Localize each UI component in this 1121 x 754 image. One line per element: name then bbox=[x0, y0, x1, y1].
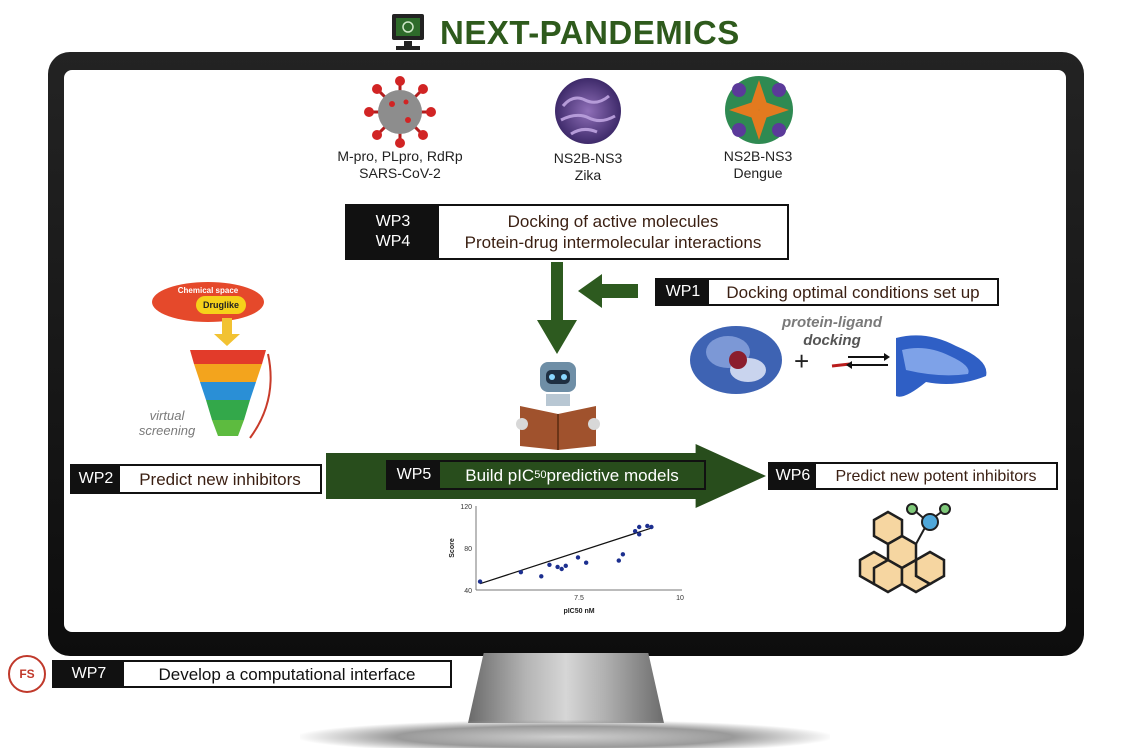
zika-virus-icon bbox=[555, 78, 621, 144]
sars-cov-2-virus-icon bbox=[364, 76, 436, 148]
chart-xtick-7.5: 7.5 bbox=[574, 595, 584, 602]
chart-trendline bbox=[479, 527, 652, 585]
chart-point bbox=[632, 529, 638, 534]
wp6-text: Predict new potent inhibitors bbox=[835, 467, 1037, 485]
chart-ytick-40: 40 bbox=[464, 588, 472, 595]
chart-point bbox=[563, 563, 568, 569]
wp1-text: Docking optimal conditions set up bbox=[726, 282, 980, 302]
chart-ytick-120: 120 bbox=[460, 504, 472, 511]
page-title: NEXT-PANDEMICS bbox=[440, 14, 740, 51]
dengue-virus-icon bbox=[725, 76, 793, 144]
chart-ylabel: Score bbox=[449, 538, 456, 558]
wp2-text: Predict new inhibitors bbox=[139, 469, 301, 489]
monitor-base bbox=[300, 720, 830, 748]
chart-ytick-80: 80 bbox=[464, 546, 472, 553]
chart-point bbox=[518, 569, 524, 575]
wp2-box: WP2 Predict new inhibitors bbox=[70, 464, 322, 494]
robot-reading-icon bbox=[516, 362, 600, 450]
chart-point bbox=[649, 524, 654, 530]
chart-point bbox=[616, 558, 621, 563]
protein-structure-icon bbox=[690, 326, 782, 394]
chart-xlabel: pIC50 nM bbox=[563, 608, 594, 615]
chart-point bbox=[555, 564, 560, 570]
chart-point bbox=[477, 579, 483, 584]
molecule-hexagons-icon bbox=[858, 503, 951, 594]
down-arrow-icon bbox=[537, 262, 577, 354]
chart-point bbox=[637, 524, 642, 530]
wp7-box: WP7 Develop a computational interface bbox=[52, 660, 452, 688]
ligand-icon bbox=[831, 362, 851, 368]
monitor-logo-icon bbox=[392, 14, 424, 50]
chart-point bbox=[583, 560, 589, 565]
funnel-top-label: Chemical space bbox=[177, 286, 239, 295]
protein-ligand-complex-icon bbox=[896, 335, 987, 397]
chart-point bbox=[559, 566, 564, 572]
wp1-tag: WP1 bbox=[657, 280, 709, 304]
chart-point bbox=[547, 562, 552, 567]
chart-xtick-10: 10 bbox=[676, 595, 684, 602]
wp1-box: WP1 Docking optimal conditions set up bbox=[655, 278, 999, 306]
chart-point bbox=[539, 574, 544, 579]
chart-point bbox=[575, 555, 581, 560]
plus-sign: + bbox=[794, 346, 810, 376]
chart-point bbox=[620, 552, 626, 557]
fs-badge: FS bbox=[8, 655, 46, 693]
chart-point bbox=[645, 523, 650, 529]
funnel-inner-label: Druglike bbox=[196, 296, 246, 314]
wp7-tag: WP7 bbox=[54, 662, 124, 686]
pic50-scatter-chart: 120 80 40 7.5 10 pIC50 nM Score bbox=[449, 504, 684, 615]
left-arrow-icon bbox=[578, 274, 638, 308]
chart-point bbox=[637, 532, 642, 537]
wp2-tag: WP2 bbox=[72, 466, 120, 492]
equilibrium-arrows-icon bbox=[846, 353, 890, 369]
wp6-tag: WP6 bbox=[770, 464, 816, 488]
wp7-text: Develop a computational interface bbox=[158, 664, 416, 684]
wp5-tag: WP5 bbox=[388, 462, 440, 488]
wp6-box: WP6 Predict new potent inhibitors bbox=[768, 462, 1058, 490]
monitor-stand bbox=[468, 653, 664, 723]
